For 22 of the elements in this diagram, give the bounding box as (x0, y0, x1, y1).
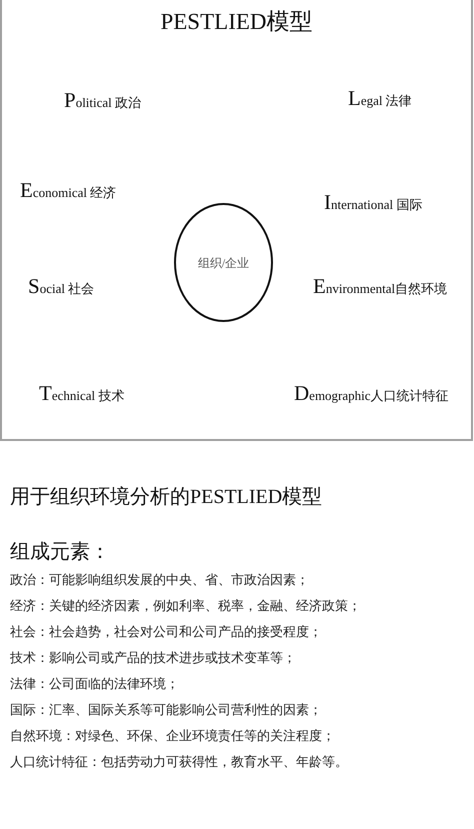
factor-label: Social 社会 (28, 274, 94, 300)
organization-ellipse (174, 203, 273, 322)
diagram-frame (0, 0, 473, 441)
factor-label: Environmental自然环境 (313, 274, 448, 300)
frame-heading: PESTLIED模型 (159, 8, 314, 36)
factor-label: Legal 法律 (348, 86, 412, 112)
section-heading: 用于组织环境分析的PESTLIED模型 (10, 485, 322, 510)
description-line: 技术：影响公司或产品的技术进步或技术变革等； (10, 649, 296, 667)
description-line: 社会：社会趋势，社会对公司和公司产品的接受程度； (10, 623, 322, 641)
description-line: 经济：关键的经济因素，例如利率、税率，金融、经济政策； (10, 597, 361, 615)
factor-label: Technical 技术 (39, 381, 124, 407)
description-line: 国际：汇率、国际关系等可能影响公司营利性的因素； (10, 701, 322, 719)
description-line: 自然环境：对绿色、环保、企业环境责任等的关注程度； (10, 727, 335, 745)
factor-label: International 国际 (324, 190, 422, 216)
description-line: 人口统计特征：包括劳动力可获得性，教育水平、年龄等。 (10, 753, 348, 771)
description-line: 法律：公司面临的法律环境； (10, 675, 179, 693)
subheading: 组成元素： (10, 540, 110, 565)
factor-label: Political 政治 (64, 88, 142, 114)
factor-label: Economical 经济 (20, 178, 116, 204)
description-line: 政治：可能影响组织发展的中央、省、市政治因素； (10, 571, 309, 589)
ellipse-label: 组织/企业 (198, 254, 250, 272)
factor-label: Demographic人口统计特征 (294, 381, 449, 407)
